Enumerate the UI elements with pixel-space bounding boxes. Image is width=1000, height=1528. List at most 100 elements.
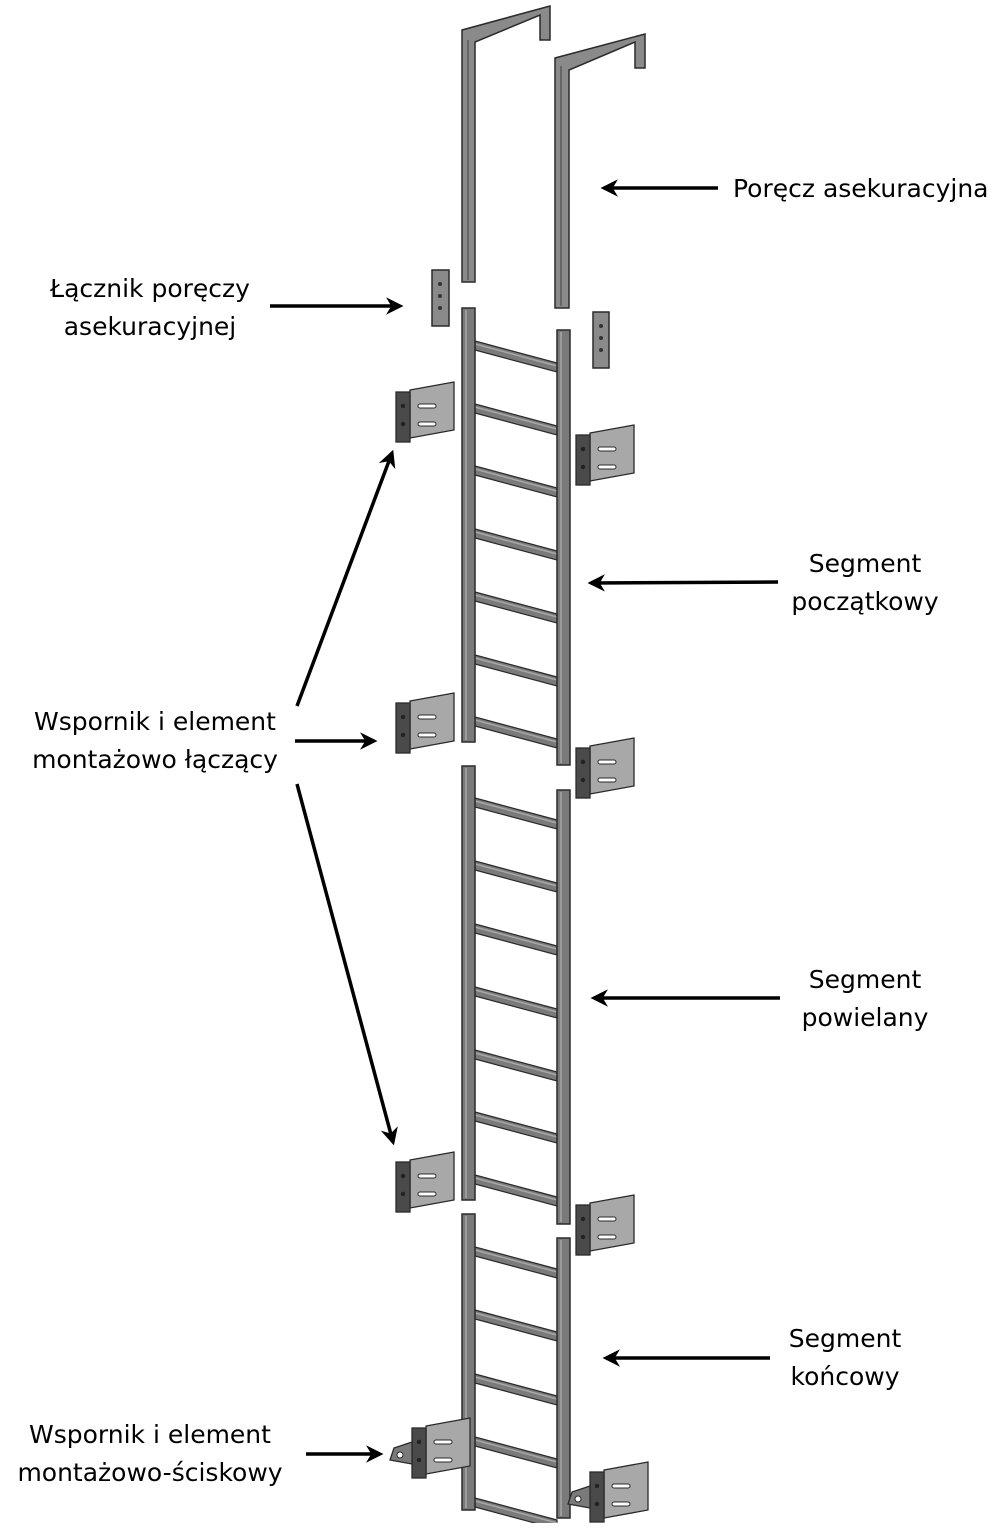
ladder-rail-left xyxy=(461,307,476,743)
bracket-left-3 xyxy=(395,1151,455,1213)
bracket-flange xyxy=(395,1161,411,1213)
ladder-rung xyxy=(474,1436,558,1469)
bracket-slot xyxy=(417,714,437,720)
bracket-slot xyxy=(597,446,617,452)
ladder-rung xyxy=(474,1246,558,1279)
ladder-rung xyxy=(474,403,558,436)
bracket-bolt xyxy=(580,1216,586,1222)
bracket-slot xyxy=(433,1439,453,1445)
arrows xyxy=(270,179,780,1463)
bracket-plate xyxy=(589,737,635,795)
bracket-flange xyxy=(575,434,591,486)
arrow-start-segment xyxy=(587,574,779,592)
bracket-slot xyxy=(597,464,617,470)
handrail-connector-right xyxy=(592,311,610,369)
bracket-bolt xyxy=(580,464,586,470)
bracket-clamp-left xyxy=(389,1417,471,1479)
bracket-bolt xyxy=(594,1483,600,1489)
bracket-plate xyxy=(409,381,455,439)
ladder-rung xyxy=(474,797,558,830)
ladder-rung xyxy=(474,1373,558,1406)
bracket-bolt xyxy=(580,759,586,765)
rung-highlight xyxy=(474,406,558,430)
ladder-rail-right xyxy=(556,1237,571,1519)
label-bracket-connecting: Wspornik i element montażowo łączący xyxy=(32,707,278,774)
ladder-rung xyxy=(474,986,558,1019)
bracket-slot xyxy=(597,1216,617,1222)
ladder-rung xyxy=(474,860,558,893)
ladder-rung xyxy=(474,716,558,749)
ladder-rail-left xyxy=(461,765,476,1201)
label-repeat-segment: Segment powielany xyxy=(801,965,929,1032)
handrail-left xyxy=(461,5,551,283)
ladder-rung xyxy=(474,591,558,624)
rung-highlight xyxy=(474,1376,558,1400)
arrow-bracket-up xyxy=(295,449,396,707)
bracket-slot xyxy=(597,777,617,783)
bracket-bolt xyxy=(400,403,406,409)
bracket-slot xyxy=(417,732,437,738)
bracket-bolt xyxy=(400,1173,406,1179)
bracket-slot xyxy=(433,1457,453,1463)
bracket-clamp-right xyxy=(567,1461,649,1523)
rung-highlight xyxy=(474,719,558,743)
ladder-rung xyxy=(474,1174,558,1207)
ladder-rung xyxy=(474,465,558,498)
rung-highlight xyxy=(474,1312,558,1336)
bracket-bolt xyxy=(580,777,586,783)
rung-highlight xyxy=(474,926,558,950)
bracket-slot xyxy=(597,1234,617,1240)
bracket-plate xyxy=(409,1151,455,1209)
bracket-slot xyxy=(417,421,437,427)
bracket-bolt xyxy=(580,1234,586,1240)
ladder-rung xyxy=(474,654,558,687)
bracket-flange xyxy=(411,1427,427,1479)
arrow-bracket-down xyxy=(295,783,398,1146)
ladder-segments xyxy=(461,307,571,1528)
bracket-left-2 xyxy=(395,692,455,754)
handrail-connector-left xyxy=(431,269,450,327)
rung-highlight xyxy=(474,468,558,492)
bracket-slot xyxy=(417,1191,437,1197)
brackets xyxy=(389,381,649,1523)
bracket-slot xyxy=(611,1483,631,1489)
bracket-bolt xyxy=(416,1439,422,1445)
ladder-rail-right xyxy=(556,329,571,766)
segment-start xyxy=(461,307,571,766)
bracket-left-1 xyxy=(395,381,455,443)
ladder-rung xyxy=(474,340,558,373)
rung-highlight xyxy=(474,1177,558,1201)
handrail-right xyxy=(554,33,646,309)
rung-highlight xyxy=(474,1052,558,1076)
rung-highlight xyxy=(474,800,558,824)
rung-highlight xyxy=(474,531,558,555)
bracket-right-3 xyxy=(575,1194,635,1256)
bracket-flange xyxy=(589,1471,605,1523)
bracket-bolt xyxy=(400,732,406,738)
bracket-bolt xyxy=(580,446,586,452)
bracket-plate xyxy=(603,1461,649,1519)
bracket-bolt xyxy=(400,421,406,427)
rung-highlight xyxy=(474,1249,558,1273)
bracket-plate xyxy=(589,1194,635,1252)
ladder-rail-right xyxy=(556,789,571,1225)
bracket-plate xyxy=(409,692,455,750)
rung-highlight xyxy=(474,1439,558,1463)
clamp-hole xyxy=(396,1451,404,1459)
bracket-right-2 xyxy=(575,737,635,799)
bracket-flange xyxy=(575,1204,591,1256)
ladder-rung xyxy=(474,923,558,956)
rung-highlight xyxy=(474,863,558,887)
bracket-bolt xyxy=(400,714,406,720)
rung-highlight xyxy=(474,1114,558,1138)
rung-highlight xyxy=(474,989,558,1013)
segment-end xyxy=(461,1213,571,1528)
label-start-segment: Segment początkowy xyxy=(791,549,939,616)
rung-highlight xyxy=(474,1500,558,1524)
segment-repeat xyxy=(461,765,571,1225)
rung-highlight xyxy=(474,594,558,618)
bracket-slot xyxy=(597,759,617,765)
bracket-slot xyxy=(611,1501,631,1507)
